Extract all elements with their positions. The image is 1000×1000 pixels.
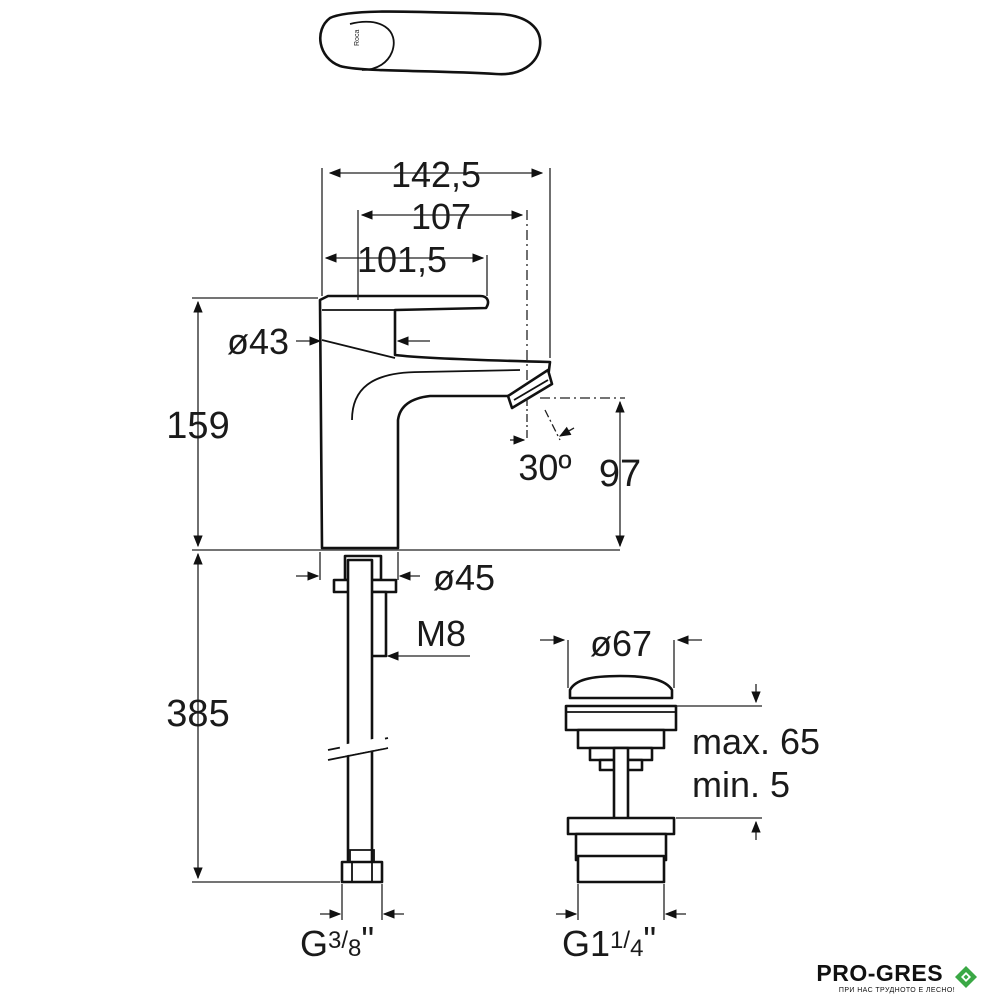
dim-hose-connection: G3/8" [300,919,374,964]
mounting-assembly [327,554,398,884]
dim-thread: G11/4" [562,919,656,964]
dim-range-min: min. 5 [692,764,790,805]
waste-drain [564,674,678,884]
faucet-side-view [318,294,554,550]
faucet-dimension-labels: 142,5 107 101,5 ø43 159 30º 97 ø45 M8 38… [166,154,641,964]
brand-name: PRO-GRES [816,960,944,987]
brand-tagline: ПРИ НАС ТРУДНОТО Е ЛЕСНО! [838,987,956,994]
faucet-dimensions [192,168,625,920]
dim-cap-diameter: ø67 [590,623,652,664]
top-view-logo: Roca [354,30,361,46]
dim-total-height: 159 [166,405,229,447]
dim-spout-reach: 107 [411,196,471,237]
dim-stud-thread: M8 [416,613,466,654]
dim-spout-height: 97 [599,453,641,495]
diamond-logo-icon [954,966,977,988]
dim-lever-length: 101,5 [357,239,447,280]
waste-dimension-labels: ø67 max. 65 min. 5 G11/4" [562,623,820,964]
top-view: Roca [319,10,542,76]
brand-logo: PRO-GRES ПРИ НАС ТРУДНОТО Е ЛЕСНО! [802,960,992,994]
dim-width-overall: 142,5 [391,154,481,195]
dim-handle-diameter: ø43 [227,321,289,362]
dim-hose-length: 385 [166,693,229,735]
dim-range-max: max. 65 [692,721,820,762]
dim-spout-angle: 30º [518,447,571,488]
dim-base-diameter: ø45 [433,557,495,598]
waste-dimensions [540,635,762,920]
